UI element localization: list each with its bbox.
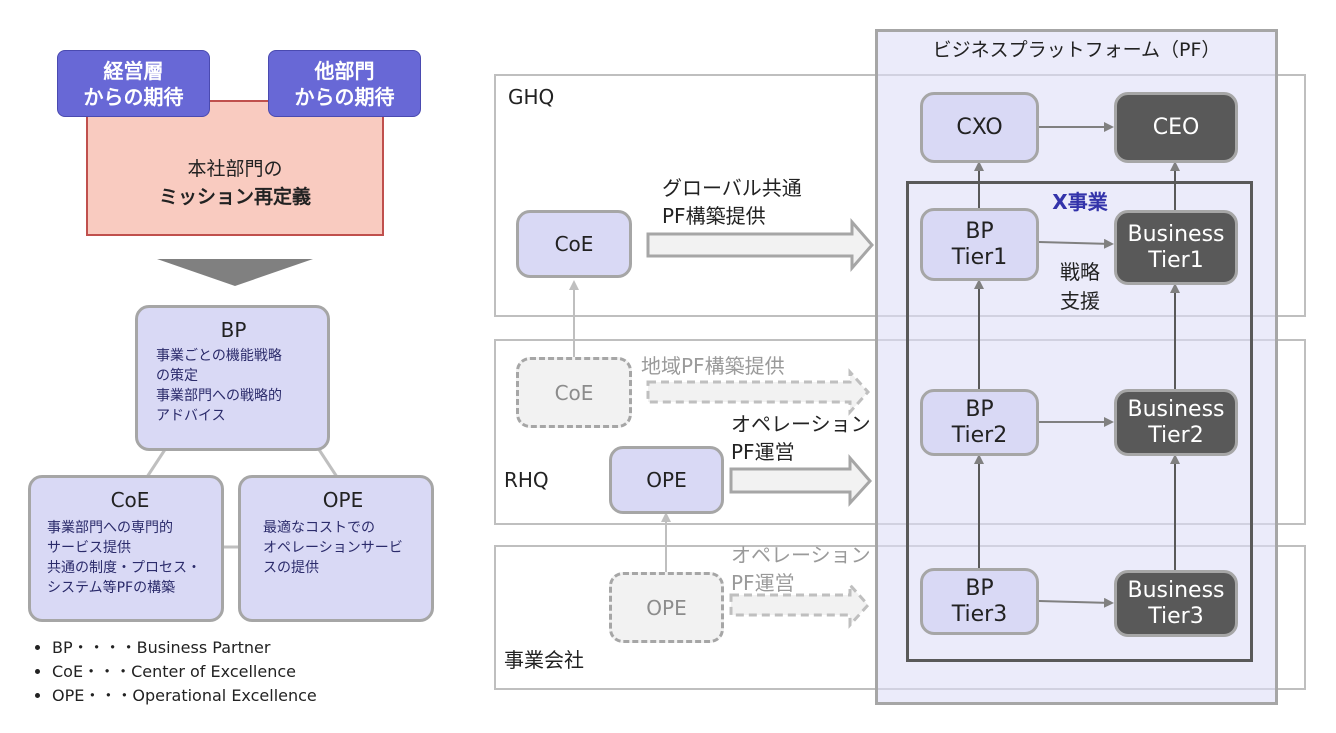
mission-line1: 本社部門の	[187, 158, 283, 180]
opco-block-arrow	[729, 581, 871, 629]
legend-item-ope: OPE・・・Operational Excellence	[52, 684, 317, 708]
mission-line2: ミッション再定義	[158, 186, 311, 208]
ghq-block-arrow	[646, 217, 874, 273]
coe-role-desc: 事業部門への専門的 サービス提供 共通の制度・プロセス・ システム等PFの構築	[47, 520, 201, 596]
x-business-title: X事業	[1052, 189, 1108, 214]
legend-item-coe: CoE・・・Center of Excellence	[52, 660, 317, 684]
ghq-label: GHQ	[508, 85, 555, 109]
business-platform-title: ビジネスプラットフォーム（PF）	[932, 38, 1221, 61]
bp-ope-connector	[316, 447, 339, 478]
bp-role-title: BP	[220, 318, 247, 342]
x-business-frame	[906, 181, 1253, 662]
bp-tier2-node: BP Tier2	[920, 389, 1039, 456]
business-tier1-node: Business Tier1	[1114, 210, 1238, 285]
rhq-coe-node: CoE	[516, 357, 632, 428]
opco-arrow-label: オペレーション PF運営	[731, 543, 871, 595]
ceo-node: CEO	[1114, 92, 1238, 163]
rhq-ope-arrow-label: オペレーション PF運営	[731, 412, 871, 464]
bp-coe-connector	[145, 447, 168, 478]
expectation-management: 経営層 からの期待	[57, 50, 210, 117]
rhq-ope-node: OPE	[609, 446, 724, 514]
ope-role-box: OPE 最適なコストでの オペレーションサービ スの提供	[238, 475, 434, 622]
bp-tier3-node: BP Tier3	[920, 568, 1039, 635]
coe-role-title: CoE	[110, 488, 150, 512]
rhq-coe-block-arrow	[646, 368, 871, 416]
down-triangle-arrow	[157, 259, 313, 286]
bp-role-desc: 事業ごとの機能戦略 の策定 事業部門への戦略的 アドバイス	[156, 348, 282, 424]
bp1-to-business1-arrow	[1038, 238, 1114, 249]
coe-role-box: CoE 事業部門への専門的 サービス提供 共通の制度・プロセス・ システム等PF…	[28, 475, 224, 622]
rhq-coe-arrow-label: 地域PF構築提供	[641, 354, 785, 378]
ope-role-desc: 最適なコストでの オペレーションサービ スの提供	[263, 520, 403, 576]
business-tier2-node: Business Tier2	[1114, 389, 1238, 456]
rhq-label: RHQ	[504, 468, 549, 492]
opco-label: 事業会社	[504, 648, 584, 672]
bp-role-box: BP 事業ごとの機能戦略 の策定 事業部門への戦略的 アドバイス	[135, 305, 330, 451]
legend-item-bp: BP・・・・Business Partner	[52, 636, 317, 660]
strategy-support-label: 戦略 支援	[1060, 260, 1100, 313]
expectation-other-departments: 他部門 からの期待	[268, 50, 421, 117]
mission-box: 本社部門の ミッション再定義	[86, 100, 384, 236]
opco-ope-node: OPE	[609, 572, 724, 643]
ope-role-title: OPE	[322, 488, 364, 512]
cxo-node: CXO	[920, 92, 1039, 163]
business-tier3-node: Business Tier3	[1114, 570, 1238, 637]
bp3-to-business3-arrow	[1038, 597, 1114, 608]
bp-tier1-node: BP Tier1	[920, 208, 1039, 281]
ghq-arrow-label: グローバル共通 PF構築提供	[662, 176, 802, 228]
ghq-coe-node: CoE	[516, 210, 632, 278]
abbreviation-legend: BP・・・・Business Partner CoE・・・Center of E…	[34, 636, 317, 708]
rhq-ope-block-arrow	[729, 453, 873, 507]
